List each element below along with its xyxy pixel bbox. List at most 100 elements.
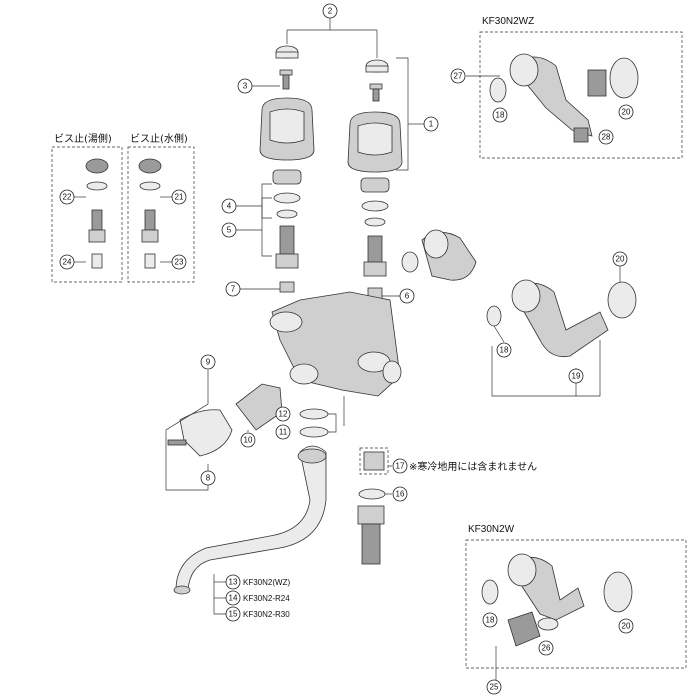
ring-12 — [299, 408, 329, 420]
wz-gasket — [489, 77, 507, 103]
spindle-cold — [367, 235, 383, 267]
svg-text:17: 17 — [396, 462, 405, 471]
callout-19: 19 — [568, 368, 584, 384]
svg-text:3: 3 — [243, 82, 248, 91]
callout-24: 24 — [59, 254, 75, 270]
svg-text:7: 7 — [231, 285, 236, 294]
kf30n2w-box — [465, 539, 687, 669]
svg-text:9: 9 — [206, 358, 211, 367]
kf30n2wz-title: KF30N2WZ — [482, 16, 534, 27]
spout-tip — [173, 585, 191, 595]
hot-screw-washer — [86, 181, 108, 191]
callout-12: 12 — [275, 406, 291, 422]
screw-hot-label: ビス止(湯側) — [54, 132, 112, 145]
svg-text:8: 8 — [206, 474, 211, 483]
callout-1: 1 — [423, 116, 439, 132]
w-offset-fitting-opening — [507, 553, 537, 587]
svg-text:2: 2 — [328, 7, 333, 16]
hose-nut — [357, 505, 385, 525]
svg-text:6: 6 — [405, 292, 410, 301]
washer-hot-1 — [273, 192, 301, 204]
faucet-body — [271, 291, 401, 397]
callout-27: 27 — [450, 68, 466, 84]
handle-screw-right-head — [369, 83, 383, 90]
kf30n2w-title: KF30N2W — [468, 524, 515, 535]
strainer-17-box — [359, 447, 389, 475]
callout-22: 22 — [59, 189, 75, 205]
cold-screw-washer — [139, 181, 161, 191]
svg-text:14: 14 — [229, 594, 238, 603]
svg-text:23: 23 — [175, 258, 184, 267]
offset-fitting-right-opening — [511, 279, 541, 313]
hot-screw — [91, 253, 103, 269]
svg-text:27: 27 — [454, 72, 463, 81]
callout-16: 16 — [392, 486, 408, 502]
svg-text:13: 13 — [229, 578, 238, 587]
callout-21: 21 — [171, 189, 187, 205]
callout-18-right: 18 — [496, 342, 512, 358]
callout-8: 8 — [200, 470, 216, 486]
svg-text:24: 24 — [63, 258, 72, 267]
handle-cap-left-side — [275, 51, 299, 59]
callout-20-wz: 20 — [618, 104, 634, 120]
callout-26: 26 — [538, 640, 554, 656]
svg-text:26: 26 — [542, 644, 551, 653]
callout-25: 25 — [486, 679, 502, 695]
callout-3: 3 — [237, 78, 253, 94]
svg-text:20: 20 — [616, 255, 625, 264]
strainer-17 — [363, 451, 385, 471]
callout-10: 10 — [240, 432, 256, 448]
svg-text:11: 11 — [279, 428, 288, 437]
callout-13: 13 — [225, 574, 241, 590]
diverter-knob — [179, 409, 233, 457]
wz-thread — [587, 69, 607, 97]
spindle-base-cold — [363, 261, 387, 277]
wz-offset-fitting-opening — [509, 53, 539, 87]
handle-screw-right-shank — [372, 88, 380, 102]
callout-7: 7 — [225, 281, 241, 297]
spindle-nut-cold — [360, 177, 390, 193]
svg-text:28: 28 — [602, 133, 611, 142]
callout-9: 9 — [200, 354, 216, 370]
washer-hot-2 — [276, 209, 298, 219]
callout-17: 17 — [392, 458, 408, 474]
callout-28: 28 — [598, 129, 614, 145]
wz-drain-plug — [573, 127, 589, 143]
screw-hot-box — [51, 146, 123, 283]
callout-2: 2 — [322, 3, 338, 19]
svg-text:22: 22 — [63, 193, 72, 202]
screw-cold-label: ビス止(水側) — [130, 132, 188, 145]
handle-hot-face — [269, 108, 305, 144]
washer-cold-2 — [364, 217, 386, 227]
spout-variant-2: KF30N2-R24 — [243, 594, 290, 603]
gasket-right — [486, 305, 502, 327]
svg-text:18: 18 — [496, 111, 505, 120]
callout-15: 15 — [225, 606, 241, 622]
handle-screw-left-shank — [282, 74, 290, 90]
svg-text:10: 10 — [244, 436, 253, 445]
handle-screw-left-head — [279, 69, 293, 76]
callout-11: 11 — [275, 424, 291, 440]
svg-text:1: 1 — [429, 120, 434, 129]
spout-variant-1: KF30N2(WZ) — [243, 578, 290, 587]
svg-text:12: 12 — [279, 410, 288, 419]
body-inlet-hot — [269, 311, 303, 333]
spindle-hot — [279, 225, 295, 257]
w-flange — [603, 571, 633, 613]
spout-nut — [297, 448, 327, 464]
svg-text:16: 16 — [396, 490, 405, 499]
flange-right — [607, 281, 637, 319]
spindle-base-hot — [275, 253, 299, 269]
svg-text:18: 18 — [500, 346, 509, 355]
washer-cold-1 — [361, 200, 389, 212]
diverter-cartridge — [235, 383, 283, 431]
body-side-port — [382, 360, 402, 384]
svg-text:18: 18 — [486, 616, 495, 625]
svg-text:4: 4 — [227, 202, 232, 211]
svg-text:20: 20 — [622, 622, 631, 631]
note-17-text: ※寒冷地用には含まれません — [409, 460, 537, 473]
spout — [175, 445, 327, 591]
callout-18-w: 18 — [482, 612, 498, 628]
w-valve — [507, 611, 541, 647]
kf30n2wz-box — [479, 31, 683, 159]
